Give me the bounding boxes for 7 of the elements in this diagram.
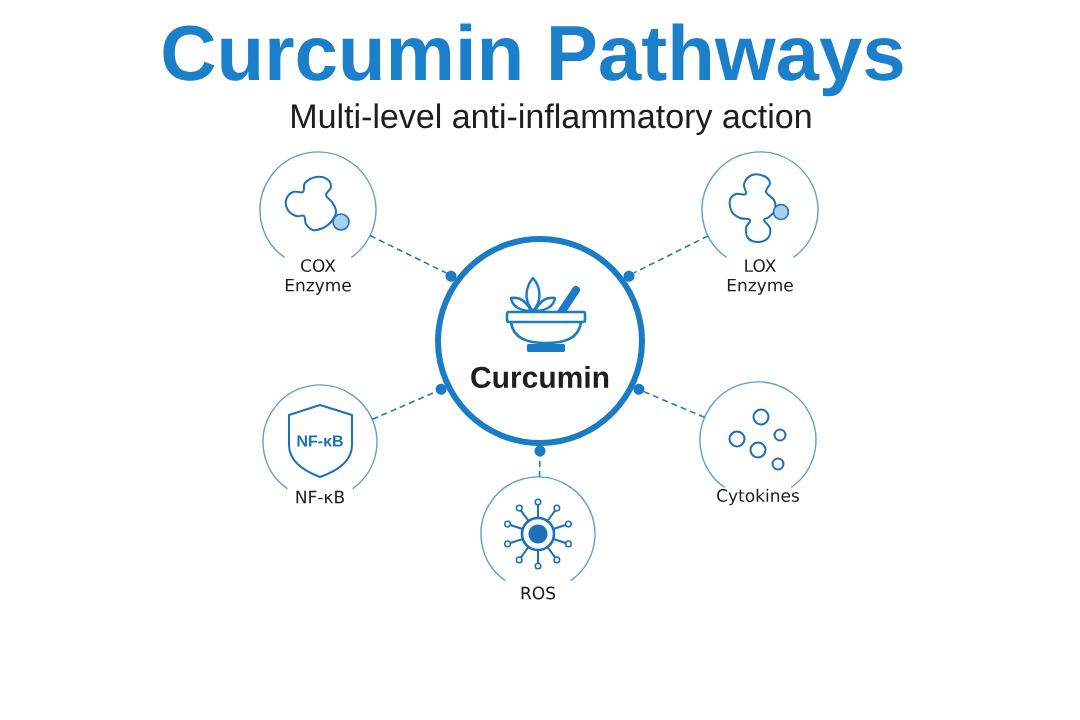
connector-line — [538, 455, 541, 478]
connector-line — [632, 235, 709, 274]
connector-line — [369, 234, 448, 274]
title: Curcumin Pathways — [163, 23, 903, 97]
connector-line — [643, 390, 706, 419]
shield-badge: NF-κB — [288, 404, 353, 478]
subtitle: Multi-level anti-inflammatory action — [292, 103, 811, 136]
